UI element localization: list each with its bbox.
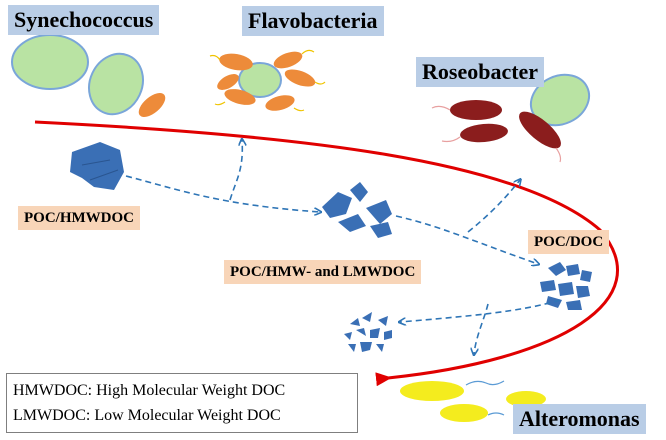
alteromonas-cells — [400, 380, 546, 422]
label-flavobacteria: Flavobacteria — [242, 6, 384, 36]
particle-dissolved-fragments — [344, 312, 392, 352]
synechococcus-cells — [11, 34, 166, 117]
flux-arrows — [125, 140, 561, 354]
flavobacteria-cells — [209, 49, 326, 112]
abbreviation-legend: HMWDOC: High Molecular Weight DOC LMWDOC… — [6, 373, 358, 433]
label-synechococcus: Synechococcus — [8, 5, 160, 35]
label-poc-doc: POC/DOC — [528, 230, 610, 254]
particle-poc-doc — [540, 262, 592, 310]
legend-line-lmwdoc: LMWDOC: Low Molecular Weight DOC — [13, 407, 281, 424]
roseobacter-cells — [431, 73, 591, 163]
label-roseobacter: Roseobacter — [416, 57, 545, 87]
label-alteromonas: Alteromonas — [513, 404, 646, 434]
label-poc-hmwdoc: POC/HMWDOC — [18, 206, 140, 230]
particle-poc-hmw-lmwdoc — [322, 182, 392, 238]
succession-arrow — [34, 120, 619, 387]
legend-line-hmwdoc: HMWDOC: High Molecular Weight DOC — [13, 382, 286, 399]
label-poc-hmw-lmwdoc: POC/HMW- and LMWDOC — [224, 260, 422, 284]
particle-poc-hmwdoc — [70, 142, 124, 190]
